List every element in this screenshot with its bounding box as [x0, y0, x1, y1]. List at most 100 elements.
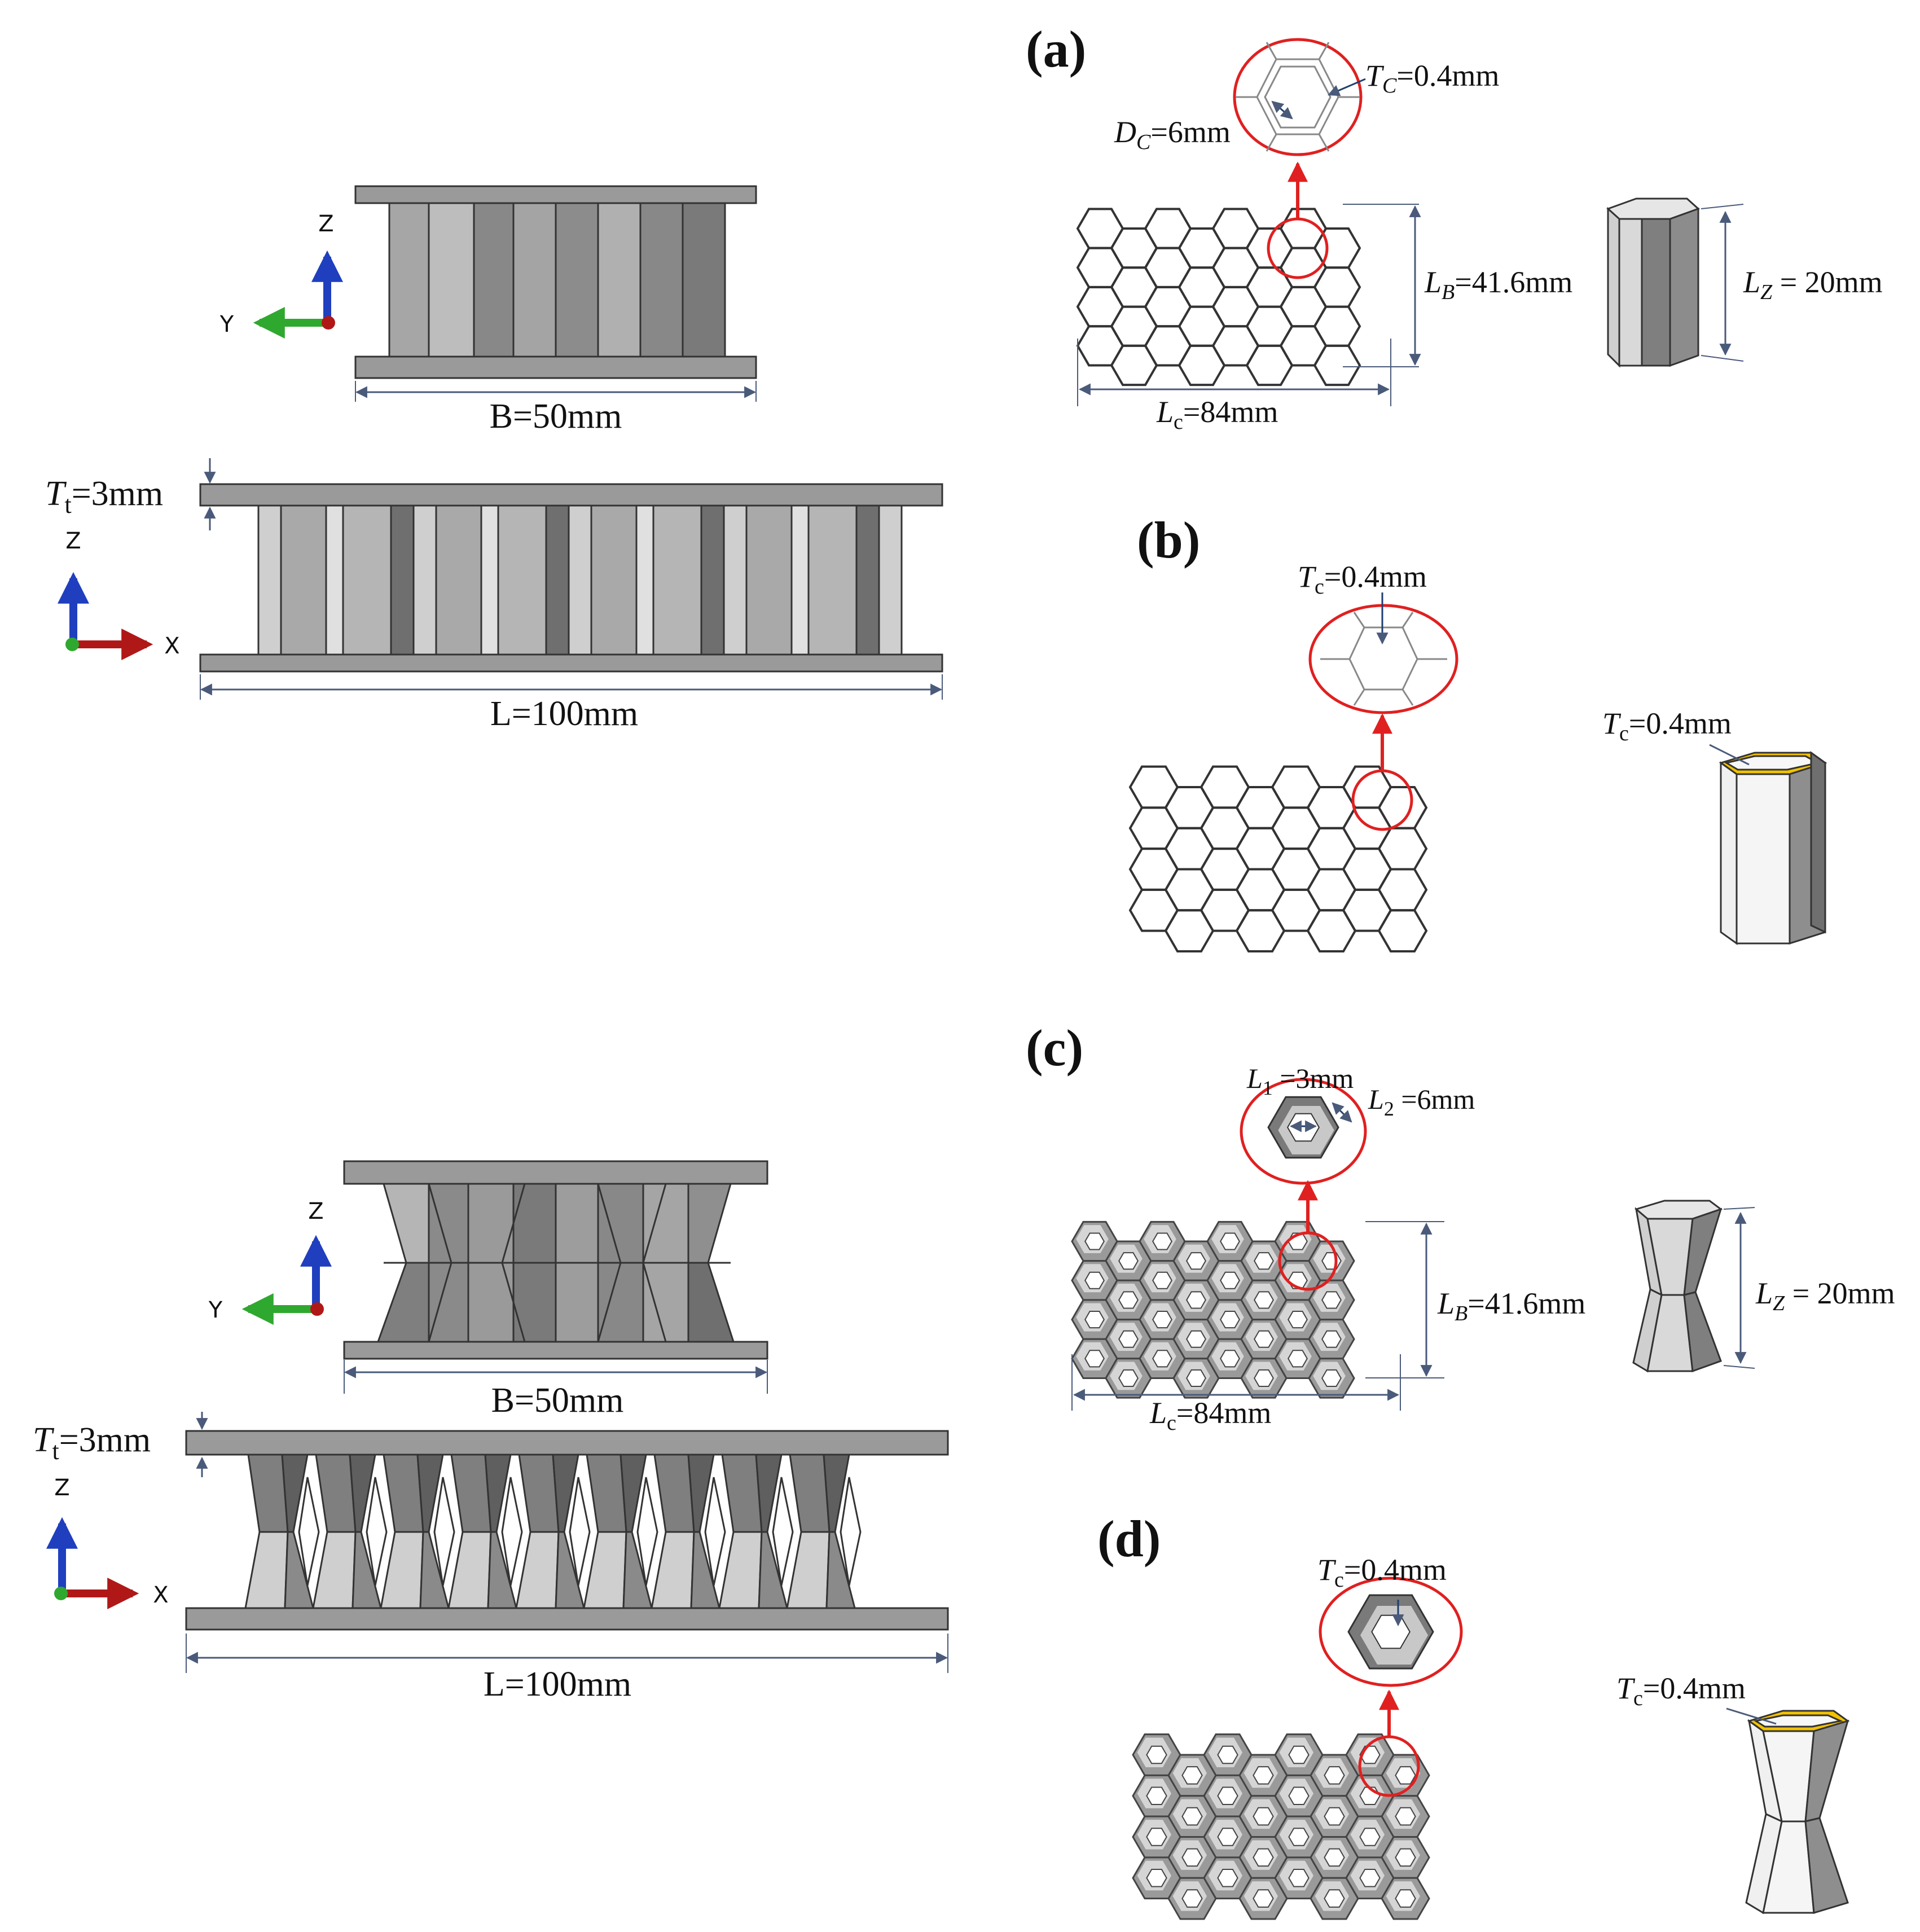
reentrant-hole [1186, 1291, 1206, 1309]
core-column [342, 504, 392, 656]
front-view-yz-straight: B=50mm Z Y [219, 185, 757, 436]
reentrant-hole [1324, 1848, 1345, 1867]
reentrant-hole [1220, 1232, 1240, 1250]
hex-cell [1313, 305, 1361, 347]
reentrant-hole [1152, 1311, 1172, 1329]
zoom-hex-a [1236, 42, 1360, 152]
core-gap [298, 1477, 320, 1586]
core-gap [840, 1477, 862, 1586]
reentrant-hole [1217, 1869, 1238, 1887]
core-lower-face [447, 1531, 492, 1609]
core-gap [636, 1477, 658, 1586]
core-lower-face [515, 1531, 560, 1609]
reentrant-hole [1324, 1766, 1345, 1785]
width-b-label-bottom: B=50mm [491, 1381, 624, 1420]
panel-c: (c) L1 =3mm L2 =6mm LB=41.6mm Lc=84mm LZ [1026, 1019, 1895, 1435]
reentrant-hole [1359, 1828, 1381, 1846]
reentrant-hole [1254, 1291, 1274, 1309]
front-view-yz-reentrant: B=50mm Z Y [208, 1160, 768, 1420]
reentrant-hole [1324, 1807, 1345, 1826]
reentrant-hole [1181, 1848, 1203, 1867]
reentrant-grid-d [1132, 1733, 1430, 1920]
panel-d-tag: (d) [1097, 1510, 1161, 1567]
reentrant-hole [1146, 1786, 1167, 1805]
core-column [700, 504, 725, 656]
core-column [435, 504, 482, 656]
core-column [390, 504, 415, 656]
core-lower-face [651, 1531, 695, 1609]
reentrant-hole [1220, 1311, 1240, 1329]
reentrant-hole [1288, 1828, 1310, 1846]
reentrant-hole [1395, 1889, 1416, 1908]
reentrant-hole [1253, 1889, 1274, 1908]
honeycomb-grid-b [1128, 765, 1428, 952]
hex-cell [1313, 344, 1361, 387]
reentrant-hole [1146, 1828, 1167, 1846]
reentrant-hole [1152, 1232, 1172, 1250]
reentrant-hole [1254, 1252, 1274, 1270]
core-column [855, 504, 880, 656]
reentrant-hole [1395, 1807, 1416, 1826]
width-b-label-top: B=50mm [490, 397, 622, 436]
l2-label-c: L2 =6mm [1368, 1083, 1475, 1120]
tc-label-b: Tc=0.4mm [1298, 560, 1427, 599]
tc-label-d: Tc=0.4mm [1317, 1553, 1447, 1592]
single-cell-a [1606, 197, 1700, 368]
reentrant-hole [1084, 1271, 1105, 1289]
reentrant-hole [1288, 1786, 1310, 1805]
core-gap [772, 1477, 794, 1586]
core-upper-face [518, 1454, 560, 1533]
reentrant-hole [1186, 1330, 1206, 1348]
core-column [280, 504, 327, 656]
core-upper-face [586, 1454, 627, 1533]
lc-label-c: Lc=84mm [1149, 1396, 1271, 1435]
reentrant-hole [1186, 1252, 1206, 1270]
reentrant-hole [1288, 1869, 1310, 1887]
panel-a-tag: (a) [1026, 20, 1086, 78]
axis-x-label-2: X [153, 1582, 168, 1608]
reentrant-hole [1118, 1252, 1139, 1270]
hex-cell [1377, 909, 1428, 952]
core-lower-side [825, 1531, 856, 1609]
reentrant-hole [1181, 1766, 1203, 1785]
core-column [497, 504, 547, 656]
core-upper-face [789, 1454, 831, 1533]
reentrant-hole [1118, 1330, 1139, 1348]
reentrant-hole [1321, 1369, 1342, 1387]
lz-label-c: LZ = 20mm [1755, 1276, 1895, 1315]
panel-b: (b) Tc=0.4mm Tc=0.4mm [1128, 511, 1827, 952]
reentrant-hole [1324, 1889, 1345, 1908]
reentrant-hole [1321, 1330, 1342, 1348]
single-cell-b [1719, 751, 1827, 945]
front-view-xz-straight: Tt=3mm L=100mm Z X [45, 458, 943, 733]
core-column [652, 504, 702, 656]
reentrant-hole [1220, 1271, 1240, 1289]
reentrant-hole [1254, 1369, 1274, 1387]
zoom-cell-d [1347, 1594, 1434, 1670]
tc-label-a: TC=0.4mm [1365, 59, 1499, 98]
axis-y-label-2: Y [208, 1297, 223, 1323]
core-lower-face [583, 1531, 627, 1609]
reentrant-hole [1217, 1786, 1238, 1805]
reentrant-hole [1084, 1311, 1105, 1329]
core-gap [501, 1477, 523, 1586]
hex-cell [1377, 868, 1428, 912]
core-column [568, 504, 592, 656]
core-column [590, 504, 638, 656]
core-upper-face [721, 1454, 763, 1533]
lc-label-a: Lc=84mm [1156, 395, 1278, 434]
core-gap [704, 1477, 726, 1586]
length-l-label-top: L=100mm [490, 695, 638, 733]
core-column [545, 504, 570, 656]
front-view-xz-reentrant: Tt=3mm L=100mm Z X [33, 1412, 949, 1703]
reentrant-hole [1152, 1271, 1172, 1289]
core-column [480, 504, 499, 656]
panel-c-tag: (c) [1026, 1019, 1083, 1077]
thickness-label-top: Tt=3mm [45, 475, 163, 519]
panel-b-tag: (b) [1137, 511, 1200, 569]
reentrant-hole [1395, 1848, 1416, 1867]
reentrant-hole [1118, 1291, 1139, 1309]
lz-label-a: LZ = 20mm [1743, 265, 1883, 304]
reentrant-hole [1152, 1350, 1172, 1368]
